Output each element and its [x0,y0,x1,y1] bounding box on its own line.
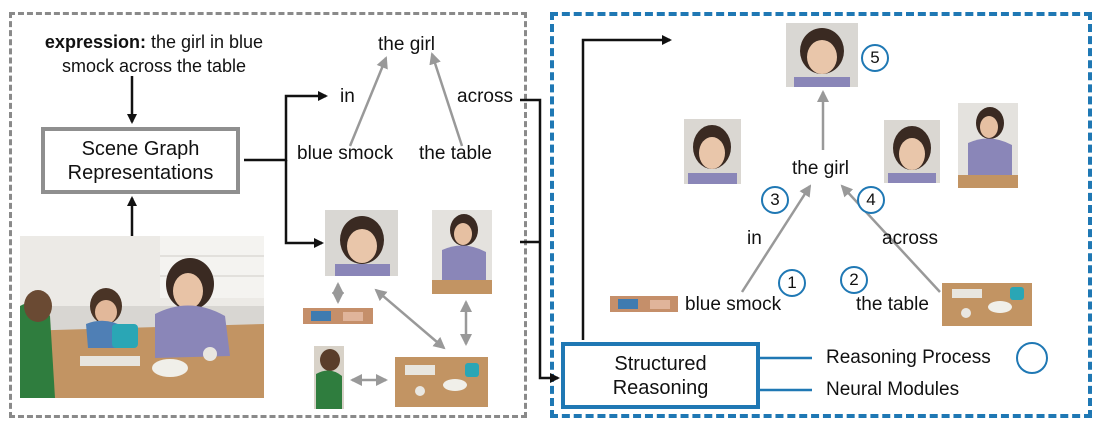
crop-girl-left [325,210,398,276]
right-node-smock: blue smock [685,294,782,315]
scene-graph-panel [9,12,527,418]
edge-smock-to-girl-left [348,56,388,147]
left-node-girl: the girl [378,34,436,55]
crop-person-tall-left [432,210,492,294]
step3-girl-image-art [684,119,741,184]
right-node-table: the table [856,294,929,315]
structured-reasoning-line1: Structured [614,352,707,375]
edge-smock-to-girl-right [740,184,812,293]
result-girl-image [786,23,858,87]
step4-person-tall-image-art [958,103,1018,188]
arrow-sg-branch [244,91,328,162]
expression-label: expression: [44,32,146,52]
step4-person-tall-image [958,103,1018,188]
step1-smock-image-art [610,296,678,312]
step2-table-image [942,283,1032,326]
arrow-to-reasoning-top [520,98,560,383]
result-girl-image-art [786,23,858,87]
arrow-to-result [581,35,672,340]
left-node-smock: blue smock [297,143,394,164]
structured-reasoning-box: Structured Reasoning [561,342,760,409]
expression-value: the girl in blue smock across the table [61,32,264,76]
input-image [20,236,264,398]
crop-table-left-art [395,357,488,407]
arrow-sg-to-crops [284,160,324,248]
scene-graph-line1: Scene Graph [81,137,200,160]
legend-reasoning-process: Reasoning Process [826,347,991,368]
right-node-girl: the girl [792,158,850,179]
right-rel-in: in [747,228,762,249]
crop-person-tall-left-art [432,210,492,294]
step3-girl-image [684,119,741,184]
crop-girl-left-art [325,210,398,276]
step-4-marker: 4 [857,186,885,214]
step-1-marker: 1 [778,269,806,297]
crop-smock-left-art [303,308,373,324]
crop-child-left [314,346,344,409]
crop-smock-left [303,308,373,324]
edge-table-to-girl-left [429,52,464,147]
structured-reasoning-line2: Reasoning [612,376,709,399]
legend-circle-icon [1016,342,1048,374]
step-3-marker: 3 [761,186,789,214]
step1-smock-image [610,296,678,312]
expression-text: expression: the girl in blue smock acros… [24,30,284,78]
left-rel-in: in [340,86,355,107]
input-image-art [20,236,264,398]
step-5-marker: 5 [861,44,889,72]
step4-girl-image [884,120,940,183]
edge-girl-table-crops [374,288,446,350]
crop-child-left-art [314,346,344,409]
step4-girl-image-art [884,120,940,183]
legend-neural-modules: Neural Modules [826,379,960,400]
scene-graph-box: Scene Graph Representations [41,127,240,194]
crop-table-left [395,357,488,407]
left-rel-across: across [457,86,513,107]
reasoning-panel [550,12,1092,418]
right-rel-across: across [882,228,938,249]
left-node-table: the table [419,143,492,164]
step2-table-image-art [942,283,1032,326]
scene-graph-line2: Representations [67,161,214,184]
step-2-marker: 2 [840,266,868,294]
